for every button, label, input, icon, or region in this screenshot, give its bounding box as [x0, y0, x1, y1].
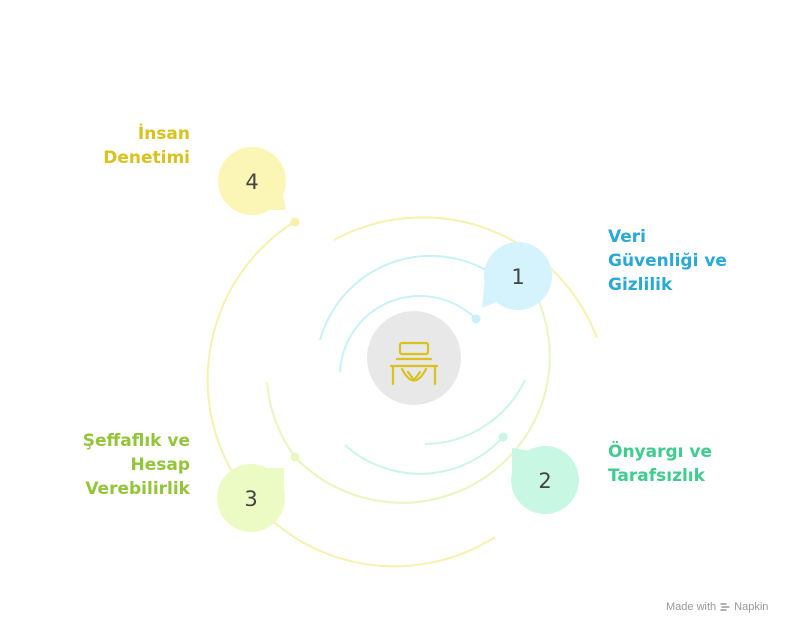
- napkin-brand-text: Napkin: [734, 601, 769, 613]
- label-4-line-1: İnsan: [137, 124, 190, 144]
- ring-2-dot: [498, 432, 508, 442]
- bubble-3-number: 3: [244, 487, 257, 511]
- label-3-line-2: Hesap: [130, 455, 190, 475]
- ring-2-arc-b: [424, 379, 526, 445]
- bubble-3: 3: [217, 464, 285, 532]
- ring-1: [339, 295, 477, 373]
- label-2-line-2: Tarafsızlık: [608, 466, 705, 486]
- ring-1-arc-b: [319, 254, 487, 341]
- napkin-logo-icon: [720, 603, 730, 611]
- bubble-2-number: 2: [538, 469, 551, 493]
- label-1-line-1: Veri: [608, 227, 646, 247]
- bubble-4: 4: [218, 147, 286, 215]
- ring-3-arc-b: [266, 381, 296, 458]
- ring-2: [344, 436, 504, 475]
- label-4-line-2: Denetimi: [103, 148, 190, 168]
- made-with-text: Made with: [666, 601, 717, 613]
- bubble-2: 2: [511, 446, 579, 514]
- label-1: Veri Güvenliği ve Gizlilik: [608, 225, 727, 297]
- bubble-1: 1: [482, 242, 552, 310]
- label-1-line-3: Gizlilik: [608, 275, 673, 295]
- ring-3-dot: [290, 452, 300, 462]
- label-4: İnsan Denetimi: [103, 122, 190, 170]
- label-1-line-2: Güvenliği ve: [608, 251, 727, 271]
- footer: Made with Napkin: [666, 601, 768, 613]
- label-2: Önyargı ve Tarafsızlık: [608, 440, 712, 488]
- ring-4-dot: [290, 217, 300, 227]
- bubble-4-number: 4: [245, 170, 258, 194]
- label-3-line-3: Verebilirlik: [85, 479, 190, 499]
- high-chair-icon: [389, 341, 439, 386]
- ring-4-arc-b: [333, 216, 598, 339]
- label-3: Şeffaflık ve Hesap Verebilirlik: [83, 429, 190, 501]
- ring-1-dot: [471, 314, 481, 324]
- bubble-1-number: 1: [511, 265, 524, 289]
- label-2-line-1: Önyargı ve: [608, 442, 713, 462]
- label-3-line-1: Şeffaflık ve: [82, 431, 190, 451]
